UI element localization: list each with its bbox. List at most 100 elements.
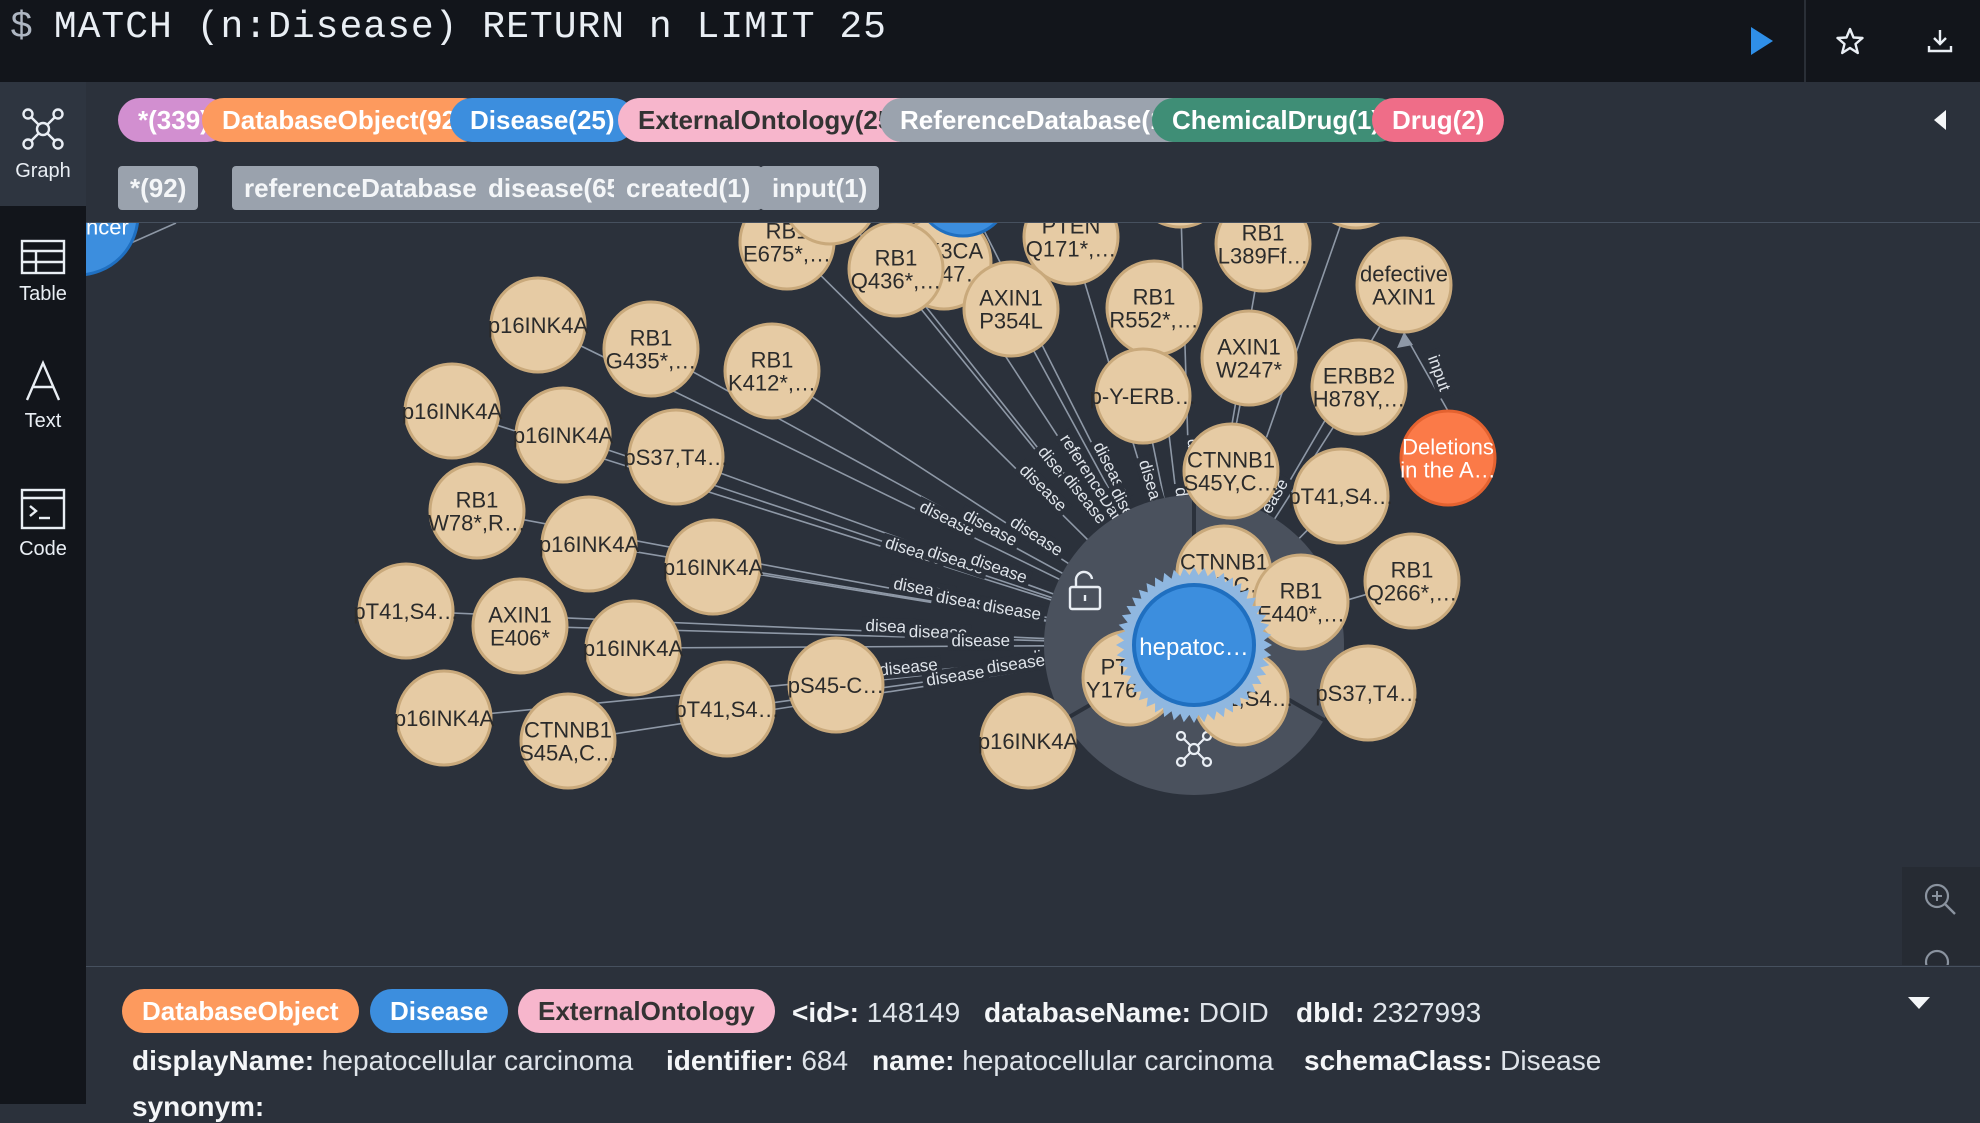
graph-node-label: ERBB2 bbox=[1323, 364, 1395, 389]
graph-node[interactable]: p16INK4A bbox=[539, 495, 640, 593]
graph-node-label: RB1 bbox=[630, 326, 673, 351]
graph-node[interactable]: RB1K412*,… bbox=[723, 322, 821, 420]
download-button[interactable] bbox=[1900, 0, 1980, 82]
label-pill-externalontology[interactable]: ExternalOntology(25) bbox=[618, 98, 921, 142]
label-pill-drug[interactable]: Drug(2) bbox=[1372, 98, 1505, 142]
graph-node-label: RB1 bbox=[1242, 223, 1285, 246]
graph-node[interactable]: p16INK4A bbox=[513, 386, 614, 484]
graph-node[interactable]: squa… bbox=[916, 223, 1010, 238]
graph-node[interactable]: eastncer bbox=[86, 223, 139, 276]
graph-node-label: ncer bbox=[86, 223, 129, 240]
graph-node-label: p16INK4A bbox=[402, 399, 503, 424]
sidebar-item-label: Graph bbox=[15, 159, 71, 182]
graph-icon bbox=[22, 107, 64, 150]
play-icon bbox=[1751, 27, 1773, 55]
graph-node[interactable]: p16INK4A bbox=[583, 599, 684, 697]
graph-node[interactable]: p16INK4A bbox=[402, 362, 503, 460]
detail-label-externalontology[interactable]: ExternalOntology bbox=[518, 989, 775, 1033]
graph-node[interactable]: p16INK4A bbox=[978, 692, 1079, 790]
zoom-in-icon bbox=[1924, 883, 1956, 915]
favorite-button[interactable] bbox=[1810, 0, 1890, 82]
graph-node[interactable]: RB1E440*,… bbox=[1252, 553, 1350, 651]
property-dbid: dbId: 2327993 bbox=[1296, 997, 1482, 1028]
graph-node[interactable]: RB1R552*,… bbox=[1105, 259, 1203, 357]
table-icon bbox=[20, 239, 66, 274]
graph-node[interactable]: RB1G435*,… bbox=[602, 300, 700, 398]
property-databasename: databaseName: DOID bbox=[984, 997, 1269, 1028]
graph-node-label: pS37,T4… bbox=[1315, 681, 1420, 706]
download-icon bbox=[1927, 30, 1953, 53]
graph-node-label: CTNNB1 bbox=[524, 718, 612, 743]
unlock-icon[interactable] bbox=[1068, 570, 1102, 611]
graph-node[interactable]: pT41,S4… bbox=[674, 660, 780, 758]
graph-node[interactable]: p16INK4A bbox=[663, 518, 764, 616]
graph-node[interactable]: pT41,S4… bbox=[1288, 447, 1394, 545]
query-text[interactable]: MATCH (n:Disease) RETURN n LIMIT 25 bbox=[53, 6, 887, 49]
zoom-out-button[interactable] bbox=[1922, 947, 1958, 965]
graph-node[interactable]: CTNNB1S45Y,C… bbox=[1182, 422, 1280, 520]
label-pill-referencedatabase[interactable]: ReferenceDatabase(1) bbox=[880, 98, 1194, 142]
chevron-down-icon bbox=[1908, 997, 1930, 1009]
graph-node-label: R552*,… bbox=[1109, 308, 1198, 333]
graph-node[interactable]: pS45-C… bbox=[787, 636, 885, 734]
zoom-in-button[interactable] bbox=[1922, 881, 1958, 922]
graph-node[interactable]: RB1L389Ff… bbox=[1214, 223, 1312, 293]
graph-node-label: RB1 bbox=[751, 348, 794, 373]
graph-node-label: p16INK4A bbox=[583, 636, 684, 661]
query-bar: $MATCH (n:Disease) RETURN n LIMIT 25 bbox=[0, 0, 1980, 82]
code-icon bbox=[20, 488, 66, 529]
graph-node[interactable]: RB1Q436*,… bbox=[847, 223, 945, 318]
graph-node-label: p16INK4A bbox=[978, 729, 1079, 754]
graph-node[interactable]: Q239*,… bbox=[783, 223, 877, 246]
graph-node[interactable]: p16INK4A bbox=[488, 276, 589, 374]
graph-node[interactable]: pS37,T4… bbox=[1315, 644, 1421, 742]
property-name: name: hepatocellular carcinoma bbox=[872, 1045, 1274, 1076]
graph-node-label: pT41,S4… bbox=[353, 599, 458, 624]
graph-node[interactable]: ERBB2H878Y,… bbox=[1310, 338, 1408, 436]
selected-node[interactable]: hepatoc… bbox=[1116, 567, 1272, 723]
graph-node[interactable]: RB1Q266*,… bbox=[1363, 532, 1461, 630]
graph-node-label: p16INK4A bbox=[488, 313, 589, 338]
graph-node[interactable]: p16INK4A bbox=[1306, 223, 1407, 230]
label-pill-disease[interactable]: Disease(25) bbox=[450, 98, 635, 142]
legend-bar: *(339) DatabaseObject(92) Disease(25) Ex… bbox=[86, 82, 1980, 223]
property-displayname: displayName: hepatocellular carcinoma bbox=[132, 1045, 634, 1076]
graph-node[interactable]: pT41,S4… bbox=[353, 562, 459, 660]
reltype-tag-all[interactable]: *(92) bbox=[118, 166, 199, 210]
details-toggle-button[interactable] bbox=[1906, 995, 1932, 1016]
sidebar-item-text[interactable]: Text bbox=[0, 334, 86, 458]
detail-label-disease[interactable]: Disease bbox=[370, 989, 509, 1033]
graph-node[interactable]: PTENQ171*,… bbox=[1022, 223, 1120, 286]
graph-node[interactable]: pS37,T4… bbox=[623, 408, 729, 506]
graph-node-label: Q266*,… bbox=[1367, 581, 1458, 606]
detail-label-databaseobject[interactable]: DatabaseObject bbox=[122, 989, 359, 1033]
label-pill-chemicaldrug[interactable]: ChemicalDrug(1) bbox=[1152, 98, 1401, 142]
graph-node[interactable]: CTNNB1S45A,C… bbox=[519, 692, 617, 790]
collapse-button[interactable] bbox=[1930, 108, 1950, 137]
graph-node[interactable]: Y346* bbox=[1133, 223, 1227, 229]
sidebar-item-table[interactable]: Table bbox=[0, 210, 86, 334]
graph-node-label: p-Y-ERB… bbox=[1090, 384, 1197, 409]
zoom-controls bbox=[1902, 867, 1980, 965]
sidebar-item-graph[interactable]: Graph bbox=[0, 82, 86, 206]
query-editor[interactable]: $MATCH (n:Disease) RETURN n LIMIT 25 bbox=[10, 6, 887, 49]
graph-node-label: G435*,… bbox=[606, 349, 697, 374]
run-button[interactable] bbox=[1720, 0, 1800, 82]
graph-node-label: p16INK4A bbox=[663, 555, 764, 580]
zoom-out-icon bbox=[1924, 949, 1950, 965]
reltype-tag-created[interactable]: created(1) bbox=[614, 166, 763, 210]
reltype-tag-input[interactable]: input(1) bbox=[760, 166, 880, 210]
label-pill-databaseobject[interactable]: DatabaseObject(92) bbox=[202, 98, 485, 142]
graph-node[interactable]: RB1W78*,R… bbox=[428, 462, 526, 560]
graph-node[interactable]: p16INK4A bbox=[394, 669, 495, 767]
sidebar-item-label: Code bbox=[19, 537, 67, 560]
sidebar-item-code[interactable]: Code bbox=[0, 462, 86, 586]
graph-node[interactable]: p-Y-ERB… bbox=[1090, 347, 1197, 445]
